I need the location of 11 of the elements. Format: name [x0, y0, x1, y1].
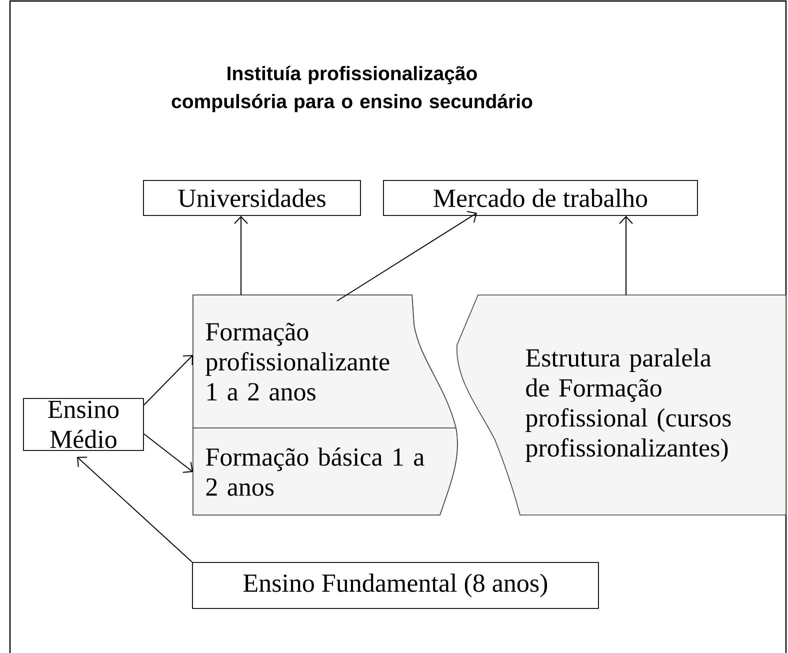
- text-box: Universidades: [143, 180, 361, 216]
- text-box: Ensino Médio: [23, 398, 144, 451]
- arrow: [336, 211, 477, 302]
- text-box: Ensino Fundamental (8 anos): [192, 562, 599, 609]
- arrow: [143, 354, 193, 406]
- arrow: [619, 216, 633, 296]
- arrow: [77, 456, 192, 562]
- arrow: [234, 216, 248, 296]
- title: Instituía profissionalização compulsória para o ensino secundário: [172, 66, 532, 112]
- arrow: [143, 433, 193, 473]
- text-box: Mercado de trabalho: [383, 180, 698, 216]
